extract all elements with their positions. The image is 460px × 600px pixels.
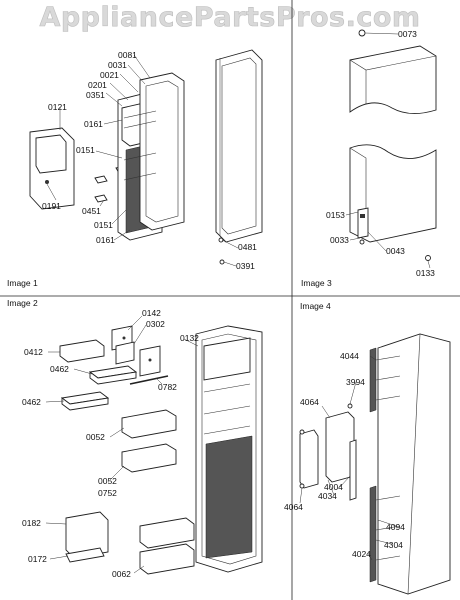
label-0161b: 0161 [96,235,115,245]
caption-image3: Image 3 [301,278,332,288]
label-0073: 0073 [398,29,417,39]
label-4064b: 4064 [284,502,303,512]
watermark: AppliancePartsPros.com [39,2,421,34]
image3-labels: 0073 0153 0033 0043 0133 [326,29,435,278]
label-0191: 0191 [42,201,61,211]
label-0782: 0782 [158,382,177,392]
label-0021: 0021 [100,70,119,80]
label-0132: 0132 [180,333,199,343]
label-0081: 0081 [118,50,137,60]
label-0462b: 0462 [22,397,41,407]
image2-drawing [59,325,263,575]
label-0062: 0062 [112,569,131,579]
caption-image4: Image 4 [300,301,331,311]
image3-drawing [349,29,437,261]
label-0151a: 0151 [76,145,95,155]
label-0351: 0351 [86,90,105,100]
image1-leaders [46,54,239,267]
image4-leaders [299,355,397,561]
label-0161a: 0161 [84,119,103,129]
image2-leaders [45,315,199,574]
label-4004: 4004 [324,482,343,492]
label-0481: 0481 [238,242,257,252]
image2-labels: 0142 0302 0132 0412 0462 0782 0462 0052 … [22,308,199,579]
label-3994: 3994 [346,377,365,387]
label-4094: 4094 [386,522,405,532]
label-0052a: 0052 [86,432,105,442]
image3-leaders [345,32,431,269]
image1-drawing [29,49,263,265]
label-0182: 0182 [22,518,41,528]
label-4044: 4044 [340,351,359,361]
label-0142: 0142 [142,308,161,318]
label-4034: 4034 [318,491,337,501]
label-0451: 0451 [82,206,101,216]
label-0031: 0031 [108,60,127,70]
image4-drawing [299,333,451,595]
caption-image1: Image 1 [7,278,38,288]
image1-labels: 0081 0031 0021 0201 0351 0121 0161 0151 … [42,50,257,271]
label-0201: 0201 [88,80,107,90]
label-4024: 4024 [352,549,371,559]
label-0391: 0391 [236,261,255,271]
label-0412: 0412 [24,347,43,357]
label-0133: 0133 [416,268,435,278]
label-0752: 0752 [98,488,117,498]
label-0302: 0302 [146,319,165,329]
label-4064a: 4064 [300,397,319,407]
label-0153: 0153 [326,210,345,220]
label-0052b: 0052 [98,476,117,486]
image4-labels: 4044 3994 4064 4004 4034 4064 4094 4304 … [284,351,405,559]
label-0172: 0172 [28,554,47,564]
label-0043: 0043 [386,246,405,256]
label-0121: 0121 [48,102,67,112]
label-0151b: 0151 [94,220,113,230]
caption-image2: Image 2 [7,298,38,308]
label-0462a: 0462 [50,364,69,374]
label-4304: 4304 [384,540,403,550]
label-0033: 0033 [330,235,349,245]
